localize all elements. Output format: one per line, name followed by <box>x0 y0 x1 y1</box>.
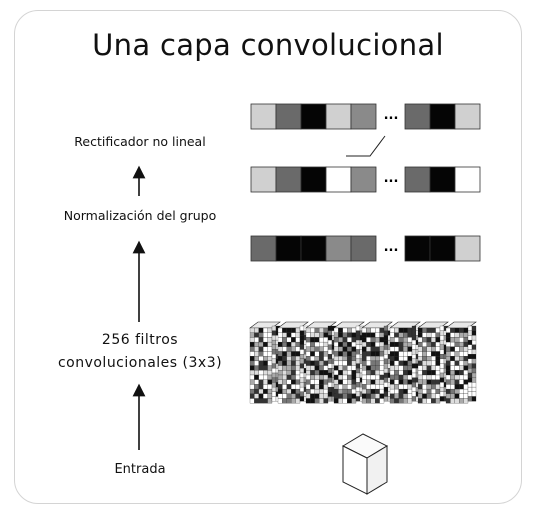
filter-stack <box>445 321 477 404</box>
rectifier-connector <box>346 135 386 157</box>
feature-square <box>250 235 277 262</box>
filter-stack <box>361 321 393 404</box>
feature-square <box>350 166 377 193</box>
feature-square <box>300 235 327 262</box>
rectifier-label: Rectificador no lineal <box>74 134 206 149</box>
feature-square <box>300 166 327 193</box>
feature-square <box>350 103 377 130</box>
normalization-label: Normalización del grupo <box>63 208 217 223</box>
filter-stack <box>305 321 337 404</box>
feature-square <box>404 235 431 262</box>
feature-square <box>429 166 456 193</box>
feature-square <box>275 235 302 262</box>
feature-square <box>325 235 352 262</box>
filter-stack <box>333 321 365 404</box>
normalization-row: ... <box>250 166 481 193</box>
feature-square <box>250 166 277 193</box>
feature-square <box>275 103 302 130</box>
filter-stack <box>417 321 449 404</box>
feature-square <box>325 166 352 193</box>
feature-square <box>250 103 277 130</box>
row-ellipsis: ... <box>384 171 399 186</box>
feature-square <box>350 235 377 262</box>
filters-label-line2: convolucionales (3x3) <box>57 355 223 371</box>
diagram-title: Una capa convolucional <box>92 28 444 62</box>
feature-square <box>429 235 456 262</box>
row-ellipsis: ... <box>384 108 399 123</box>
filters-label-line1: 256 filtros <box>101 332 179 348</box>
feature-square <box>454 166 481 193</box>
feature-square <box>300 103 327 130</box>
filter-stack <box>389 321 421 404</box>
row-ellipsis: ... <box>384 240 399 255</box>
feature-square <box>429 103 456 130</box>
feature-square <box>454 235 481 262</box>
rectifier-row: ... <box>250 103 481 130</box>
feature-square <box>404 166 431 193</box>
feature-square <box>275 166 302 193</box>
input-label: Entrada <box>114 462 166 477</box>
conv-output-row: ... <box>250 235 481 262</box>
feature-square <box>454 103 481 130</box>
feature-square <box>404 103 431 130</box>
filter-stack <box>277 321 309 404</box>
feature-square <box>325 103 352 130</box>
filter-stack <box>249 321 281 404</box>
input-cube <box>341 433 389 495</box>
filter-stacks <box>249 321 477 404</box>
